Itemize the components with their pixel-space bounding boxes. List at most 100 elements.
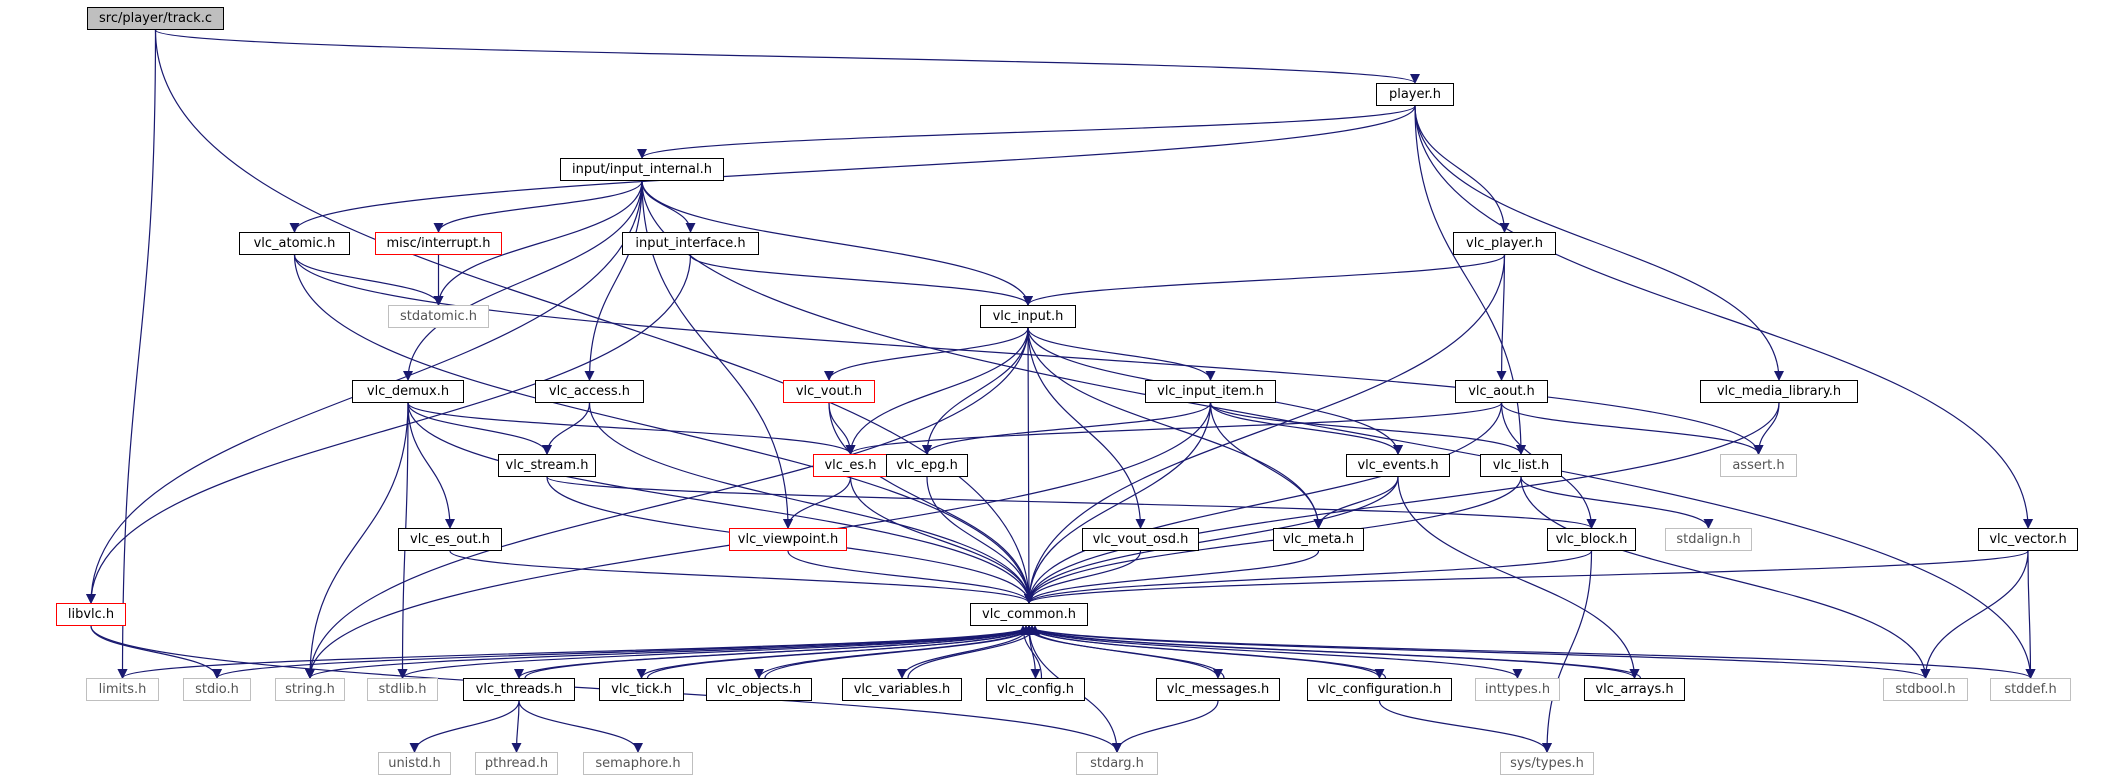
edge-vlc-aout-h-to-assert-h: [1500, 402, 1764, 455]
node-vlc-input-h[interactable]: vlc_input.h: [980, 305, 1076, 328]
edge-input-internal-h-to-vlc-input-h: [641, 180, 1033, 306]
edge-vlc-es-out-h-to-vlc-common-h: [449, 550, 1034, 604]
node-vlc-es-h[interactable]: vlc_es.h: [813, 454, 888, 477]
edge-vlc-demux-h-to-vlc-common-h: [407, 402, 1034, 604]
edge-vlc-input-item-h-to-vlc-epg-h: [922, 402, 1212, 455]
node-vlc-vout-osd-h[interactable]: vlc_vout_osd.h: [1082, 528, 1199, 551]
node-vlc-variables-h[interactable]: vlc_variables.h: [842, 678, 962, 701]
node-input-interface-h[interactable]: input_interface.h: [622, 232, 759, 255]
edge-vlc-common-h-to-string-h: [305, 625, 1030, 679]
edge-vlc-threads-h-to-semaphore-h: [518, 700, 643, 753]
edge-vlc-player-h-to-vlc-common-h: [1024, 254, 1506, 604]
edge-libvlc-h-to-stdio-h: [90, 625, 222, 679]
edge-vlc-threads-h-to-unistd-h: [409, 700, 520, 753]
edge-vlc-block-h-to-sys-types-h: [1542, 550, 1593, 753]
edge-vlc-demux-h-to-string-h: [305, 402, 409, 679]
edge-vlc-events-h-to-vlc-meta-h: [1313, 476, 1399, 529]
edge-vlc-arrays-h-to-vlc-common-h: [1027, 625, 1642, 679]
edge-vlc-input-h-to-string-h: [305, 327, 1029, 679]
node-vlc-epg-h[interactable]: vlc_epg.h: [886, 454, 968, 477]
node-stdlib-h: stdlib.h: [367, 678, 438, 701]
node-vlc-objects-h[interactable]: vlc_objects.h: [706, 678, 812, 701]
edge-vlc-input-item-h-to-vlc-common-h: [1024, 402, 1212, 604]
node-vlc-atomic-h[interactable]: vlc_atomic.h: [239, 232, 350, 255]
edge-vlc-demux-h-to-vlc-es-out-h: [407, 402, 455, 529]
edge-vlc-access-h-to-vlc-stream-h: [542, 402, 591, 455]
node-stdbool-h: stdbool.h: [1883, 678, 1968, 701]
edge-vlc-messages-h-to-stdarg-h: [1112, 700, 1219, 753]
edge-vlc-aout-h-to-vlc-es-h: [845, 402, 1503, 455]
edge-vlc-input-h-to-vlc-common-h: [1023, 327, 1034, 604]
node-vlc-meta-h[interactable]: vlc_meta.h: [1273, 528, 1364, 551]
node-vlc-media-library-h[interactable]: vlc_media_library.h: [1700, 380, 1858, 403]
edge-vlc-viewpoint-h-to-vlc-common-h: [787, 550, 1034, 604]
edge-vlc-es-h-to-vlc-viewpoint-h: [783, 476, 852, 529]
edge-input-internal-h-to-vlc-access-h: [584, 180, 643, 381]
node-vlc-input-item-h[interactable]: vlc_input_item.h: [1145, 380, 1276, 403]
node-vlc-demux-h[interactable]: vlc_demux.h: [352, 380, 464, 403]
edge-vlc-common-h-to-stdbool-h: [1028, 625, 1931, 679]
node-limits-h: limits.h: [86, 678, 159, 701]
edge-vlc-vout-osd-h-to-vlc-common-h: [1024, 550, 1142, 604]
edge-input-internal-h-to-misc-interrupt-h: [433, 180, 643, 233]
edge-vlc-common-h-to-stdio-h: [212, 625, 1030, 679]
edge-input-internal-h-to-input-interface-h: [641, 180, 696, 233]
edge-vlc-tick-h-to-vlc-common-h: [646, 625, 1034, 679]
node-assert-h: assert.h: [1720, 454, 1797, 477]
node-stdalign-h: stdalign.h: [1665, 528, 1752, 551]
edge-vlc-common-h-to-inttypes-h: [1028, 625, 1523, 679]
node-stdatomic-h: stdatomic.h: [388, 305, 489, 328]
node-vlc-viewpoint-h[interactable]: vlc_viewpoint.h: [729, 528, 847, 551]
node-player-h[interactable]: player.h: [1376, 83, 1454, 106]
node-vlc-block-h[interactable]: vlc_block.h: [1547, 528, 1636, 551]
node-input-internal-h[interactable]: input/input_internal.h: [560, 158, 724, 181]
node-string-h: string.h: [275, 678, 345, 701]
node-vlc-access-h[interactable]: vlc_access.h: [535, 380, 644, 403]
edge-input-interface-h-to-vlc-input-h: [689, 254, 1033, 306]
edge-vlc-epg-h-to-vlc-common-h: [926, 476, 1034, 604]
node-semaphore-h: semaphore.h: [583, 752, 693, 775]
node-vlc-aout-h[interactable]: vlc_aout.h: [1455, 380, 1548, 403]
node-libvlc-h[interactable]: libvlc.h: [56, 603, 126, 626]
node-vlc-vout-h[interactable]: vlc_vout.h: [783, 380, 875, 403]
edge-vlc-stream-h-to-vlc-block-h: [546, 476, 1597, 529]
node-vlc-list-h[interactable]: vlc_list.h: [1480, 454, 1562, 477]
node-vlc-events-h[interactable]: vlc_events.h: [1346, 454, 1450, 477]
edge-vlc-vector-h-to-vlc-common-h: [1024, 550, 2029, 604]
node-vlc-config-h[interactable]: vlc_config.h: [986, 678, 1085, 701]
node-vlc-es-out-h[interactable]: vlc_es_out.h: [398, 528, 502, 551]
edge-vlc-input-item-h-to-vlc-meta-h: [1209, 402, 1324, 529]
node-vlc-arrays-h[interactable]: vlc_arrays.h: [1584, 678, 1685, 701]
node-track-c: src/player/track.c: [87, 7, 224, 30]
edge-track-c-to-player-h: [154, 29, 1420, 84]
node-vlc-configuration-h[interactable]: vlc_configuration.h: [1307, 678, 1452, 701]
node-pthread-h: pthread.h: [475, 752, 558, 775]
edge-vlc-atomic-h-to-vlc-common-h: [293, 254, 1034, 604]
edge-vlc-events-h-to-vlc-common-h: [1024, 476, 1399, 604]
edge-vlc-player-h-to-vlc-input-h: [1023, 254, 1506, 306]
edge-vlc-configuration-h-to-vlc-common-h: [1024, 625, 1387, 679]
edge-vlc-meta-h-to-vlc-common-h: [1024, 550, 1320, 604]
edge-input-internal-h-to-stdatomic-h: [433, 180, 643, 306]
edge-input-internal-h-to-stddef-h: [641, 180, 2036, 679]
edge-vlc-access-h-to-vlc-common-h: [588, 402, 1034, 604]
edge-vlc-block-h-to-vlc-common-h: [1024, 550, 1593, 604]
edge-player-h-to-vlc-player-h: [1414, 105, 1510, 233]
edge-track-c-to-vlc-common-h: [154, 29, 1034, 604]
edge-vlc-vector-h-to-stddef-h: [2025, 550, 2036, 679]
edge-vlc-input-h-to-vlc-input-item-h: [1027, 327, 1216, 381]
node-vlc-messages-h[interactable]: vlc_messages.h: [1156, 678, 1280, 701]
node-vlc-tick-h[interactable]: vlc_tick.h: [599, 678, 684, 701]
node-misc-interrupt-h[interactable]: misc/interrupt.h: [375, 232, 502, 255]
edge-vlc-es-h-to-vlc-common-h: [849, 476, 1034, 604]
node-vlc-stream-h[interactable]: vlc_stream.h: [498, 454, 596, 477]
node-vlc-player-h[interactable]: vlc_player.h: [1453, 232, 1556, 255]
node-stdio-h: stdio.h: [183, 678, 251, 701]
node-vlc-threads-h[interactable]: vlc_threads.h: [463, 678, 575, 701]
edge-vlc-configuration-h-to-sys-types-h: [1378, 700, 1552, 753]
edge-vlc-threads-h-to-pthread-h: [511, 700, 522, 753]
node-vlc-common-h[interactable]: vlc_common.h: [970, 603, 1088, 626]
edge-vlc-demux-h-to-vlc-es-h: [407, 402, 856, 455]
node-vlc-vector-h[interactable]: vlc_vector.h: [1978, 528, 2078, 551]
edge-player-h-to-vlc-vector-h: [1414, 105, 2033, 529]
